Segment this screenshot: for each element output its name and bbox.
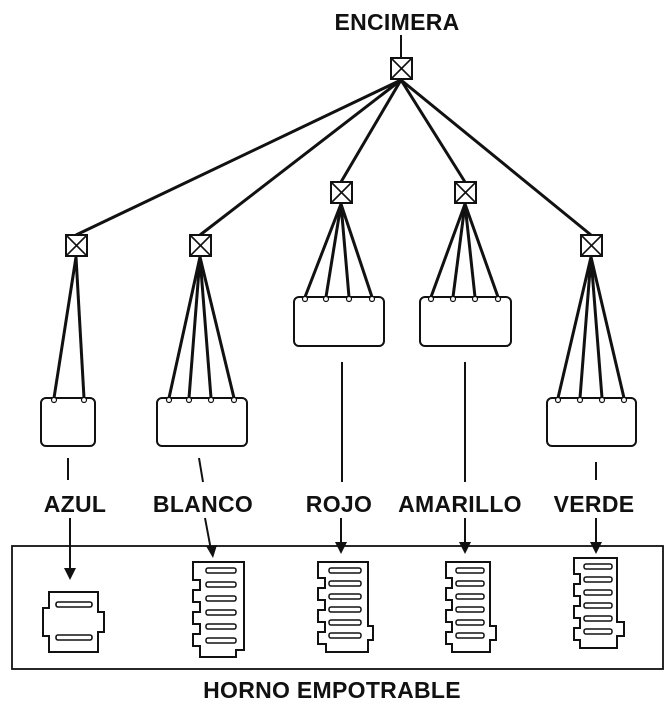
wire-group-azul: AZUL [40, 234, 107, 580]
connector-blanco [156, 396, 248, 447]
connector-azul [40, 396, 96, 447]
junction-verde-icon [580, 234, 603, 257]
junction-azul-icon [65, 234, 88, 257]
oven-terminal-amarillo [445, 561, 497, 653]
main-junction-icon [390, 57, 413, 80]
trunk-cables [75, 78, 592, 237]
oven-terminal-rojo [317, 561, 374, 653]
wire-group-blanco: BLANCO [153, 234, 253, 558]
wire-label-rojo: ROJO [306, 491, 372, 517]
junction-blanco-icon [189, 234, 212, 257]
cooktop-label: ENCIMERA [334, 9, 459, 35]
wire-label-azul: AZUL [44, 491, 107, 517]
oven-frame [11, 545, 664, 670]
connector-verde [546, 396, 637, 447]
wire-group-verde: VERDE [546, 234, 637, 554]
wire-group-amarillo: AMARILLO [398, 181, 522, 554]
wire-label-blanco: BLANCO [153, 491, 253, 517]
wire-label-verde: VERDE [554, 491, 635, 517]
oven-terminal-azul [42, 591, 105, 653]
wire-group-rojo: ROJO [293, 181, 385, 554]
oven-terminal-blanco [192, 561, 245, 658]
junction-rojo-icon [330, 181, 353, 204]
oven-terminal-verde [573, 557, 625, 649]
junction-amarillo-icon [454, 181, 477, 204]
built-in-oven-label: HORNO EMPOTRABLE [203, 677, 461, 703]
connector-amarillo [419, 295, 512, 347]
connector-rojo [293, 295, 385, 347]
wire-label-amarillo: AMARILLO [398, 491, 522, 517]
